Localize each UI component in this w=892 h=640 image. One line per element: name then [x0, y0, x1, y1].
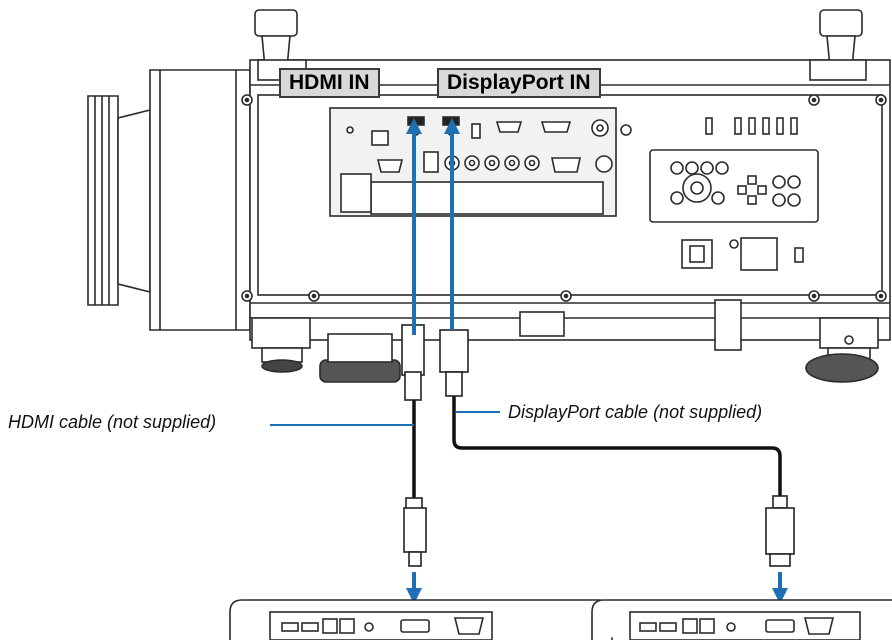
- lan-port: [372, 131, 388, 145]
- computer2-port: [497, 122, 521, 132]
- lan-port: [323, 619, 337, 633]
- vga-port: [455, 618, 483, 634]
- voltage-select-switch: [795, 248, 803, 262]
- remote-port: [424, 152, 438, 172]
- usb-port: [302, 623, 318, 631]
- usb-port: [282, 623, 298, 631]
- computer-left: [230, 600, 612, 640]
- hdmi-output-port: [401, 620, 429, 632]
- lan-port: [683, 619, 697, 633]
- hdmi-in-callout: HDMI IN: [279, 68, 380, 98]
- usb-port: [640, 623, 656, 631]
- displayport-cable-label: DisplayPort cable (not supplied): [508, 402, 762, 423]
- video-in-port: [592, 120, 608, 136]
- ac-in-socket: [741, 238, 777, 270]
- audio-jack: [727, 623, 735, 631]
- lan-port: [700, 619, 714, 633]
- projector: [88, 10, 890, 382]
- expansion-slot: [371, 182, 603, 214]
- displayport-in-callout: DisplayPort IN: [437, 68, 601, 98]
- hdmi-cable: [402, 325, 426, 566]
- displayport-cable: [440, 330, 794, 566]
- computer-right: [592, 600, 892, 640]
- projector-lens: [88, 70, 250, 330]
- focus-ring-left: [320, 334, 400, 382]
- pc-control-port: [378, 160, 402, 172]
- audio-jack: [365, 623, 373, 631]
- top-handle-right: [810, 10, 866, 80]
- monitor-out-port: [552, 158, 580, 172]
- s-video-port: [596, 156, 612, 172]
- usb-port: [660, 623, 676, 631]
- displayport-output-port: [766, 620, 794, 632]
- vga-port: [805, 618, 833, 634]
- usb-port: [472, 124, 480, 138]
- lan-port: [340, 619, 354, 633]
- foot-left: [252, 318, 310, 372]
- hdmi-cable-label: HDMI cable (not supplied): [8, 412, 216, 433]
- computer1-port: [542, 122, 570, 132]
